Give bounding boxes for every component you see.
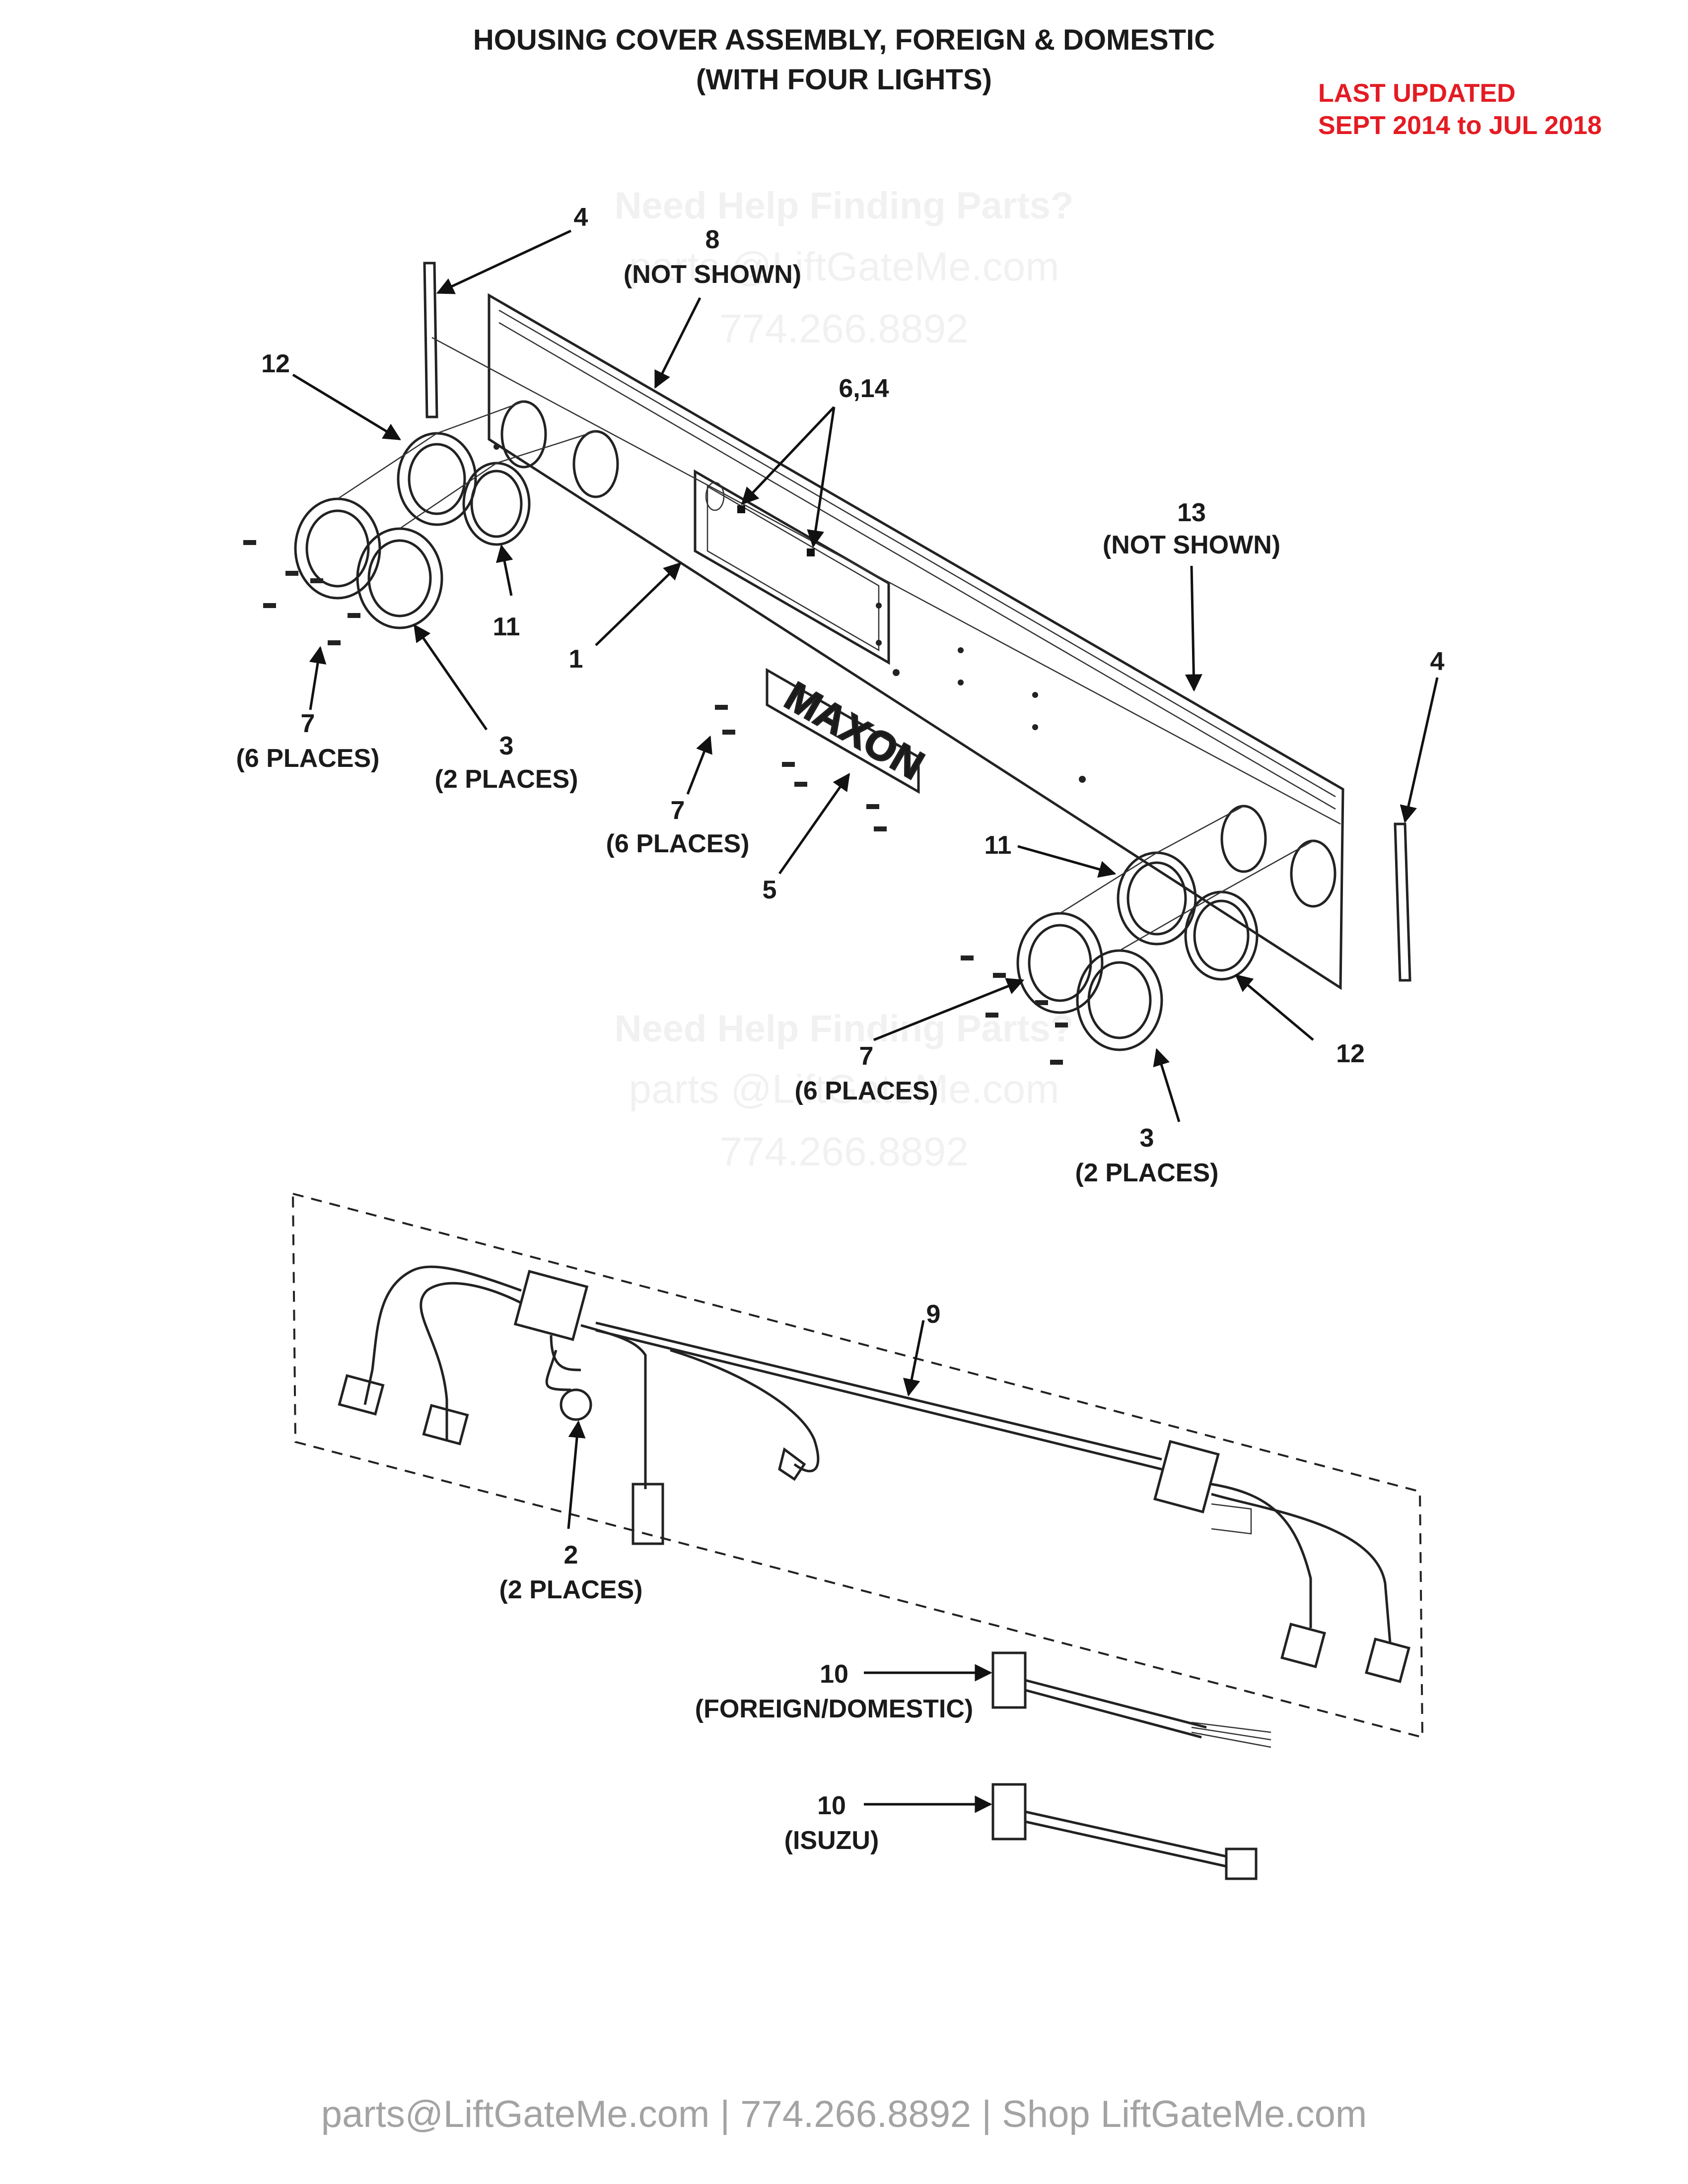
callout-7-mid-note: (6 PLACES) xyxy=(606,829,750,858)
right-light-group xyxy=(961,805,1314,1065)
maxon-logo: MAXON xyxy=(777,674,931,788)
harness-boundary xyxy=(291,1192,1424,1739)
callouts: 4 8 (NOT SHOWN) 12 6,14 13 (NOT SHOWN) 4… xyxy=(236,203,1445,1855)
callout-10-isuzu: 10 xyxy=(817,1791,846,1820)
callout-3-right-note: (2 PLACES) xyxy=(1075,1159,1219,1187)
connector-10-foreign-domestic xyxy=(991,1651,1271,1748)
callout-7-mid: 7 xyxy=(671,796,685,825)
watermark-email-mid: parts @LiftGateMe.com xyxy=(629,1067,1059,1112)
maxon-plate: MAXON xyxy=(715,668,932,831)
title-line2: (WITH FOUR LIGHTS) xyxy=(696,64,992,96)
connector-10-isuzu xyxy=(991,1783,1258,1880)
callout-4-right: 4 xyxy=(1430,647,1445,676)
ring-12-right xyxy=(1184,890,1259,981)
callout-2: 2 xyxy=(564,1541,578,1570)
callout-11-right: 11 xyxy=(985,831,1012,860)
callout-1: 1 xyxy=(569,645,583,674)
left-light-group xyxy=(243,337,1341,825)
ring-11-right xyxy=(1117,851,1197,946)
callout-10-foreign-domestic: 10 xyxy=(820,1660,848,1689)
watermark-phone-top: 774.266.8892 xyxy=(719,306,969,351)
wiring-harness xyxy=(338,1265,1410,1683)
callout-7-right: 7 xyxy=(859,1042,874,1071)
switch-6-right xyxy=(807,548,815,556)
watermark-help-mid: Need Help Finding Parts? xyxy=(615,1008,1074,1050)
callout-9: 9 xyxy=(926,1300,941,1329)
callout-3-left-note: (2 PLACES) xyxy=(435,765,578,794)
callout-8-note: (NOT SHOWN) xyxy=(624,260,801,289)
callout-7-left-note: (6 PLACES) xyxy=(236,744,380,773)
watermark-help-top: Need Help Finding Parts? xyxy=(615,185,1074,227)
callout-13: 13 xyxy=(1177,498,1206,527)
callout-3-left: 3 xyxy=(499,732,514,760)
callout-10-isuzu-note: (ISUZU) xyxy=(784,1826,879,1855)
callout-6-14: 6,14 xyxy=(839,374,889,403)
strip-4-left xyxy=(423,262,438,418)
last-updated-label: LAST UPDATED xyxy=(1318,79,1516,108)
strip-4-right xyxy=(1394,822,1411,982)
callout-8: 8 xyxy=(705,225,720,254)
watermark-email-top: parts @LiftGateMe.com xyxy=(629,244,1059,289)
callout-7-right-note: (6 PLACES) xyxy=(795,1077,938,1105)
callout-13-note: (NOT SHOWN) xyxy=(1103,531,1280,559)
ring-11-left xyxy=(462,462,531,546)
callout-2-note: (2 PLACES) xyxy=(499,1575,643,1604)
switch-6-left xyxy=(737,505,745,513)
watermark-phone-mid: 774.266.8892 xyxy=(719,1129,969,1174)
title-line1: HOUSING COVER ASSEMBLY, FOREIGN & DOMEST… xyxy=(473,24,1215,56)
footer-contact: parts@LiftGateMe.com | 774.266.8892 | Sh… xyxy=(321,2093,1367,2135)
connector-harness-mid xyxy=(632,1483,664,1545)
callout-3-right: 3 xyxy=(1140,1124,1154,1153)
callout-4-left: 4 xyxy=(574,203,588,232)
leader-lines xyxy=(292,229,1439,1813)
callout-11-left: 11 xyxy=(493,613,520,641)
callout-7-left: 7 xyxy=(301,709,315,738)
housing-cover xyxy=(488,293,1344,990)
callout-10-foreign-domestic-note: (FOREIGN/DOMESTIC) xyxy=(695,1695,973,1723)
callout-5: 5 xyxy=(763,876,777,904)
last-updated-range: SEPT 2014 to JUL 2018 xyxy=(1318,111,1602,140)
callout-12-right: 12 xyxy=(1336,1039,1365,1068)
callout-12-left: 12 xyxy=(261,349,290,378)
